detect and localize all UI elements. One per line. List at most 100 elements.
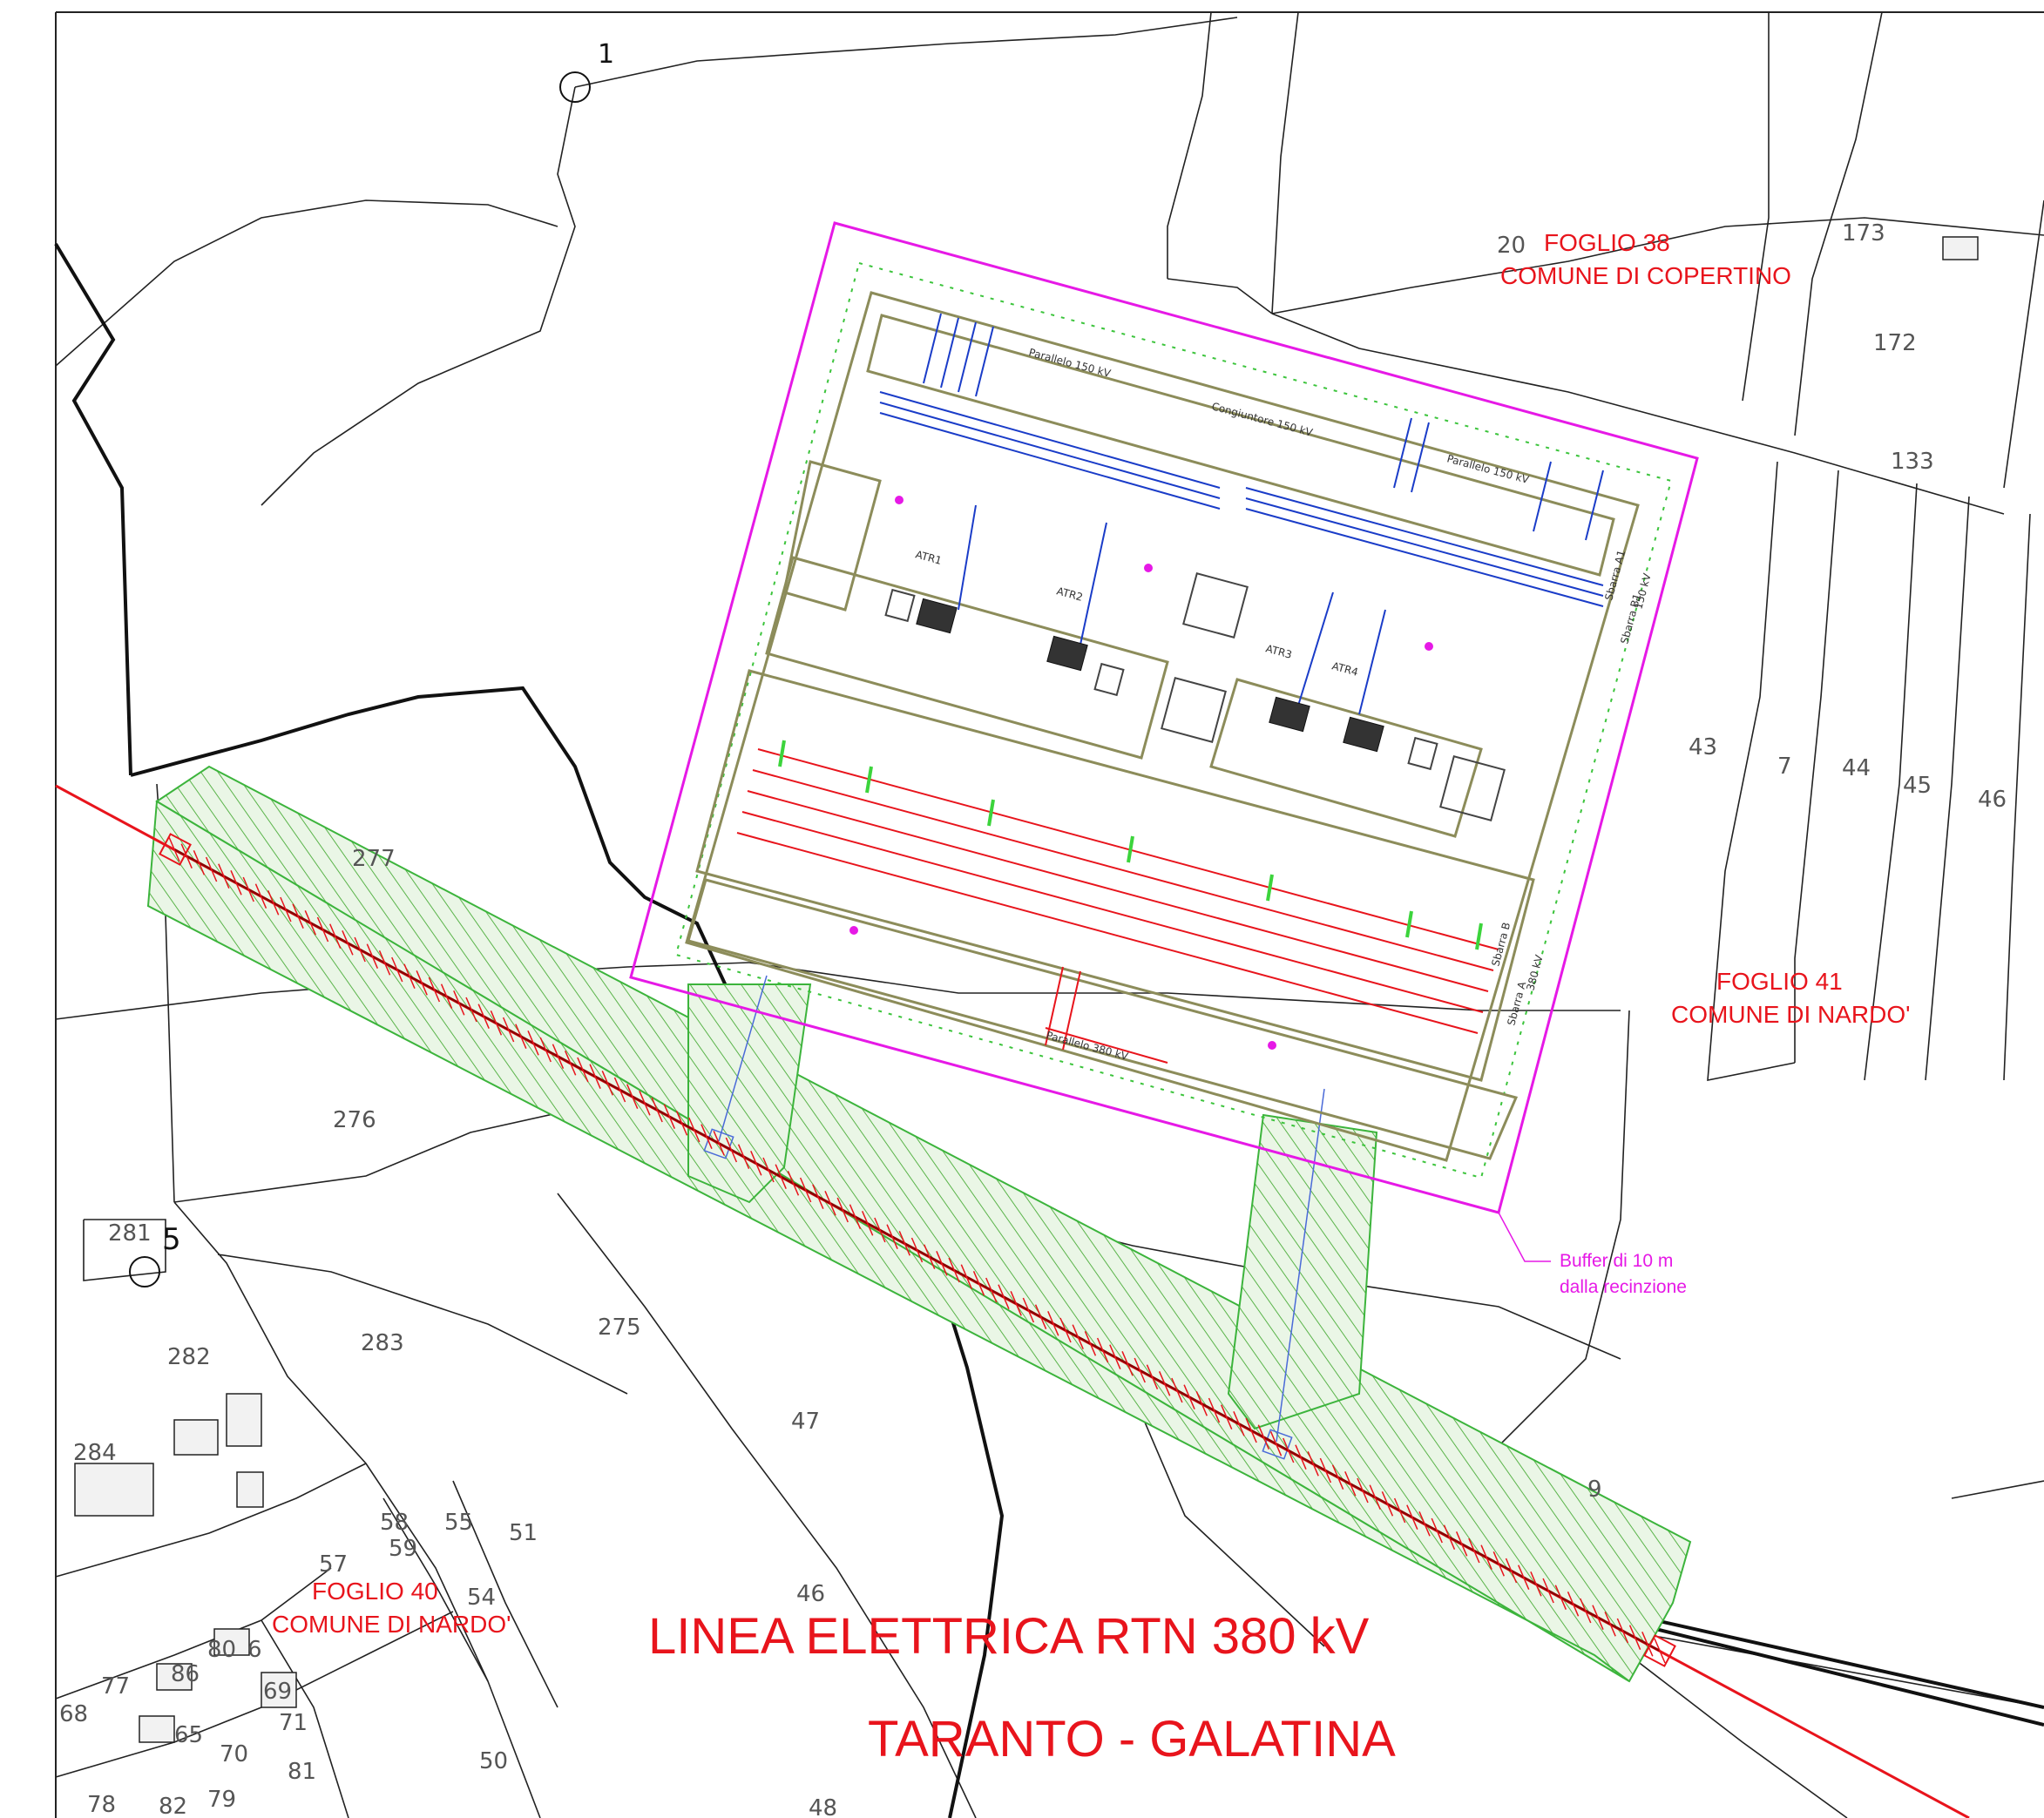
power-line-380kv bbox=[55, 784, 1970, 1818]
parcel-172: 172 bbox=[1873, 330, 1917, 356]
parcel-55: 55 bbox=[444, 1510, 473, 1536]
line-tick bbox=[1554, 1585, 1567, 1610]
line-tick bbox=[1208, 1397, 1221, 1423]
map-frame bbox=[55, 11, 2044, 1818]
parcel-69: 69 bbox=[263, 1679, 292, 1705]
line-tick bbox=[230, 870, 242, 895]
title-line2: TARANTO - GALATINA bbox=[868, 1711, 1396, 1767]
parcel-7: 7 bbox=[1777, 754, 1792, 780]
line-tick bbox=[267, 890, 280, 916]
parcel-77: 77 bbox=[101, 1673, 130, 1700]
line-tick bbox=[1307, 1451, 1319, 1477]
line-tick bbox=[985, 1277, 998, 1303]
line-tick bbox=[1171, 1377, 1183, 1403]
line-tick bbox=[1084, 1331, 1097, 1356]
line-tick bbox=[292, 903, 304, 929]
vertex-1-label: 1 bbox=[598, 39, 614, 70]
easement-strip bbox=[146, 765, 1692, 1683]
line-tick bbox=[1604, 1612, 1616, 1637]
fence bbox=[674, 261, 1673, 1179]
line-tick bbox=[775, 1164, 787, 1189]
line-tick bbox=[1592, 1605, 1604, 1630]
link-lines bbox=[703, 975, 1325, 1460]
parcel-276: 276 bbox=[333, 1107, 376, 1133]
line-tick bbox=[465, 997, 477, 1023]
line-tick bbox=[849, 1204, 862, 1229]
line-tick bbox=[750, 1151, 762, 1176]
line-tick bbox=[1628, 1625, 1641, 1650]
line-tick bbox=[589, 1064, 601, 1089]
line-tick bbox=[552, 1044, 565, 1069]
line-tick bbox=[824, 1191, 836, 1216]
line-tick bbox=[1580, 1598, 1592, 1624]
parcel-284: 284 bbox=[73, 1440, 117, 1466]
buildings bbox=[74, 236, 1979, 1743]
foglio-41-title: FOGLIO 41 bbox=[1716, 968, 1843, 995]
line-tick bbox=[836, 1197, 849, 1223]
line-tick bbox=[280, 896, 292, 923]
line-tick bbox=[1480, 1544, 1492, 1570]
line-tick bbox=[701, 1124, 713, 1149]
line-tick bbox=[453, 990, 465, 1016]
title-line1: LINEA ELETTRICA RTN 380 kV bbox=[648, 1608, 1370, 1665]
foglio-41-comune: COMUNE DI NARDO' bbox=[1671, 1001, 1910, 1028]
survey-vertices bbox=[129, 71, 591, 1287]
foglio-40-comune: COMUNE DI NARDO' bbox=[272, 1611, 511, 1638]
parcel-50: 50 bbox=[479, 1748, 508, 1774]
line-tick bbox=[960, 1264, 973, 1289]
line-tick bbox=[242, 876, 254, 902]
line-tick bbox=[1654, 1638, 1666, 1664]
parcel-46-bottom: 46 bbox=[796, 1581, 825, 1607]
parcel-57: 57 bbox=[319, 1551, 348, 1578]
parcel-47: 47 bbox=[791, 1409, 820, 1435]
line-tick bbox=[502, 1017, 515, 1043]
parcel-282: 282 bbox=[167, 1344, 211, 1370]
parcel-86: 86 bbox=[171, 1661, 200, 1687]
line-tick bbox=[1616, 1618, 1629, 1644]
line-tick bbox=[577, 1057, 589, 1083]
line-tick bbox=[354, 936, 366, 963]
line-tick bbox=[1542, 1578, 1554, 1604]
line-tick bbox=[205, 856, 218, 882]
parcel-78: 78 bbox=[87, 1792, 116, 1818]
line-tick bbox=[1010, 1291, 1022, 1316]
label-atr3: ATR3 bbox=[1264, 642, 1293, 660]
parcel-275: 275 bbox=[598, 1315, 641, 1341]
line-tick bbox=[490, 1010, 503, 1036]
line-tick bbox=[304, 910, 316, 936]
line-tick bbox=[416, 970, 428, 996]
line-tick bbox=[861, 1211, 874, 1236]
line-tick bbox=[948, 1257, 960, 1283]
line-tick bbox=[626, 1084, 639, 1109]
parcel-45: 45 bbox=[1903, 773, 1932, 799]
line-tick bbox=[688, 1117, 701, 1143]
label-parallelo-150kv-a: Parallelo 150 kV bbox=[1027, 346, 1113, 380]
parcel-65: 65 bbox=[174, 1722, 203, 1748]
municipal-boundaries bbox=[54, 242, 2044, 1818]
line-tick bbox=[1319, 1457, 1332, 1483]
line-tick bbox=[972, 1271, 985, 1296]
label-parallelo-150kv-b: Parallelo 150 kV bbox=[1445, 452, 1531, 486]
line-tick bbox=[168, 836, 180, 862]
line-tick bbox=[1468, 1538, 1480, 1564]
line-tick bbox=[998, 1284, 1010, 1309]
line-tick bbox=[1195, 1391, 1208, 1416]
parcel-6: 6 bbox=[247, 1637, 262, 1663]
line-tick bbox=[1047, 1311, 1059, 1336]
line-tick bbox=[812, 1184, 824, 1209]
line-tick bbox=[1233, 1411, 1245, 1436]
line-tick bbox=[713, 1131, 725, 1156]
parcel-68: 68 bbox=[59, 1701, 88, 1727]
line-tick bbox=[613, 1077, 626, 1103]
line-tick bbox=[762, 1157, 775, 1183]
line-tick bbox=[329, 923, 342, 949]
line-tick bbox=[193, 850, 206, 875]
line-tick bbox=[1134, 1357, 1146, 1383]
line-tick bbox=[1369, 1484, 1381, 1510]
parcel-81: 81 bbox=[288, 1759, 316, 1785]
line-tick bbox=[1357, 1477, 1369, 1504]
line-tick bbox=[378, 950, 391, 976]
line-tick bbox=[886, 1224, 898, 1249]
parcel-59: 59 bbox=[389, 1536, 417, 1562]
line-tick bbox=[316, 916, 329, 943]
